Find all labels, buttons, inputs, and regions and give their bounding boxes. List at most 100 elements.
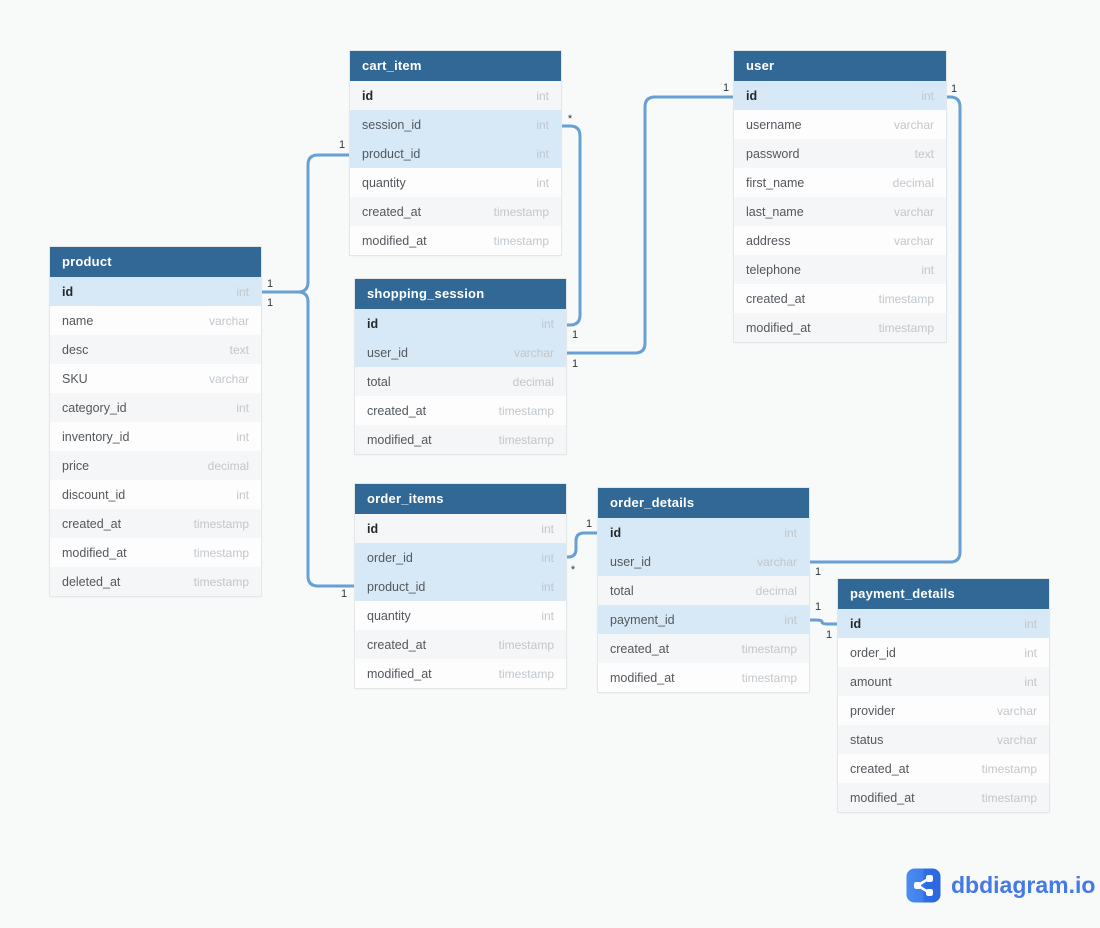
field-type: decimal — [512, 374, 554, 389]
table-header-order_details[interactable]: order_details — [598, 488, 809, 518]
field-name: discount_id — [62, 487, 126, 502]
field-type: varchar — [893, 233, 934, 248]
table-header-product[interactable]: product — [50, 247, 261, 277]
relationship-line-product-id-to-order-items-product-id[interactable] — [261, 290, 355, 588]
field-type: timestamp — [193, 516, 249, 531]
field-name: product_id — [367, 579, 426, 594]
field-type: int — [1024, 674, 1037, 689]
field-name: modified_at — [362, 233, 427, 248]
cardinality-label: * — [571, 564, 576, 576]
table-header-user[interactable]: user — [734, 51, 946, 81]
relationship-line-order-items-order-id-to-order-details-id[interactable] — [566, 531, 598, 559]
dbdiagram-watermark[interactable]: dbdiagram.io — [906, 868, 1095, 903]
field-row-cart_item-modified_at[interactable]: modified_at timestamp — [350, 226, 561, 255]
table-header-shopping_session[interactable]: shopping_session — [355, 279, 566, 309]
table-header-payment_details[interactable]: payment_details — [838, 579, 1049, 609]
field-type: int — [536, 175, 549, 190]
field-type: int — [1024, 645, 1037, 660]
field-type: varchar — [756, 554, 797, 569]
relationship-line-product-id-to-cart-item-product-id[interactable] — [261, 153, 350, 294]
table-header-order_items[interactable]: order_items — [355, 484, 566, 514]
field-type: int — [236, 400, 249, 415]
field-type: varchar — [208, 313, 249, 328]
relationship-line-cart-item-session-id-to-shopping-session-id[interactable] — [561, 124, 582, 327]
field-row-user-address[interactable]: address varchar — [734, 226, 946, 255]
cardinality-label: 1 — [267, 297, 273, 309]
field-name: address — [746, 233, 791, 248]
field-type: int — [541, 521, 554, 536]
field-name: id — [367, 316, 379, 331]
cardinality-label: 1 — [826, 629, 832, 641]
field-name: SKU — [62, 371, 88, 386]
relationship-line-order-details-user-id-to-user-id[interactable] — [810, 95, 962, 564]
field-name: created_at — [746, 291, 806, 306]
cardinality-label: 1 — [586, 518, 592, 530]
field-name: payment_id — [610, 612, 675, 627]
field-name: user_id — [367, 345, 408, 360]
field-type: decimal — [207, 458, 249, 473]
field-name: id — [850, 616, 862, 631]
field-name: id — [746, 88, 758, 103]
table-header-cart_item[interactable]: cart_item — [350, 51, 561, 81]
relationship-line-order-details-payment-id-to-payment-details-id[interactable] — [810, 618, 838, 626]
relationship-line-shopping-session-user-id-to-user-id[interactable] — [566, 95, 734, 355]
field-type: timestamp — [493, 233, 549, 248]
